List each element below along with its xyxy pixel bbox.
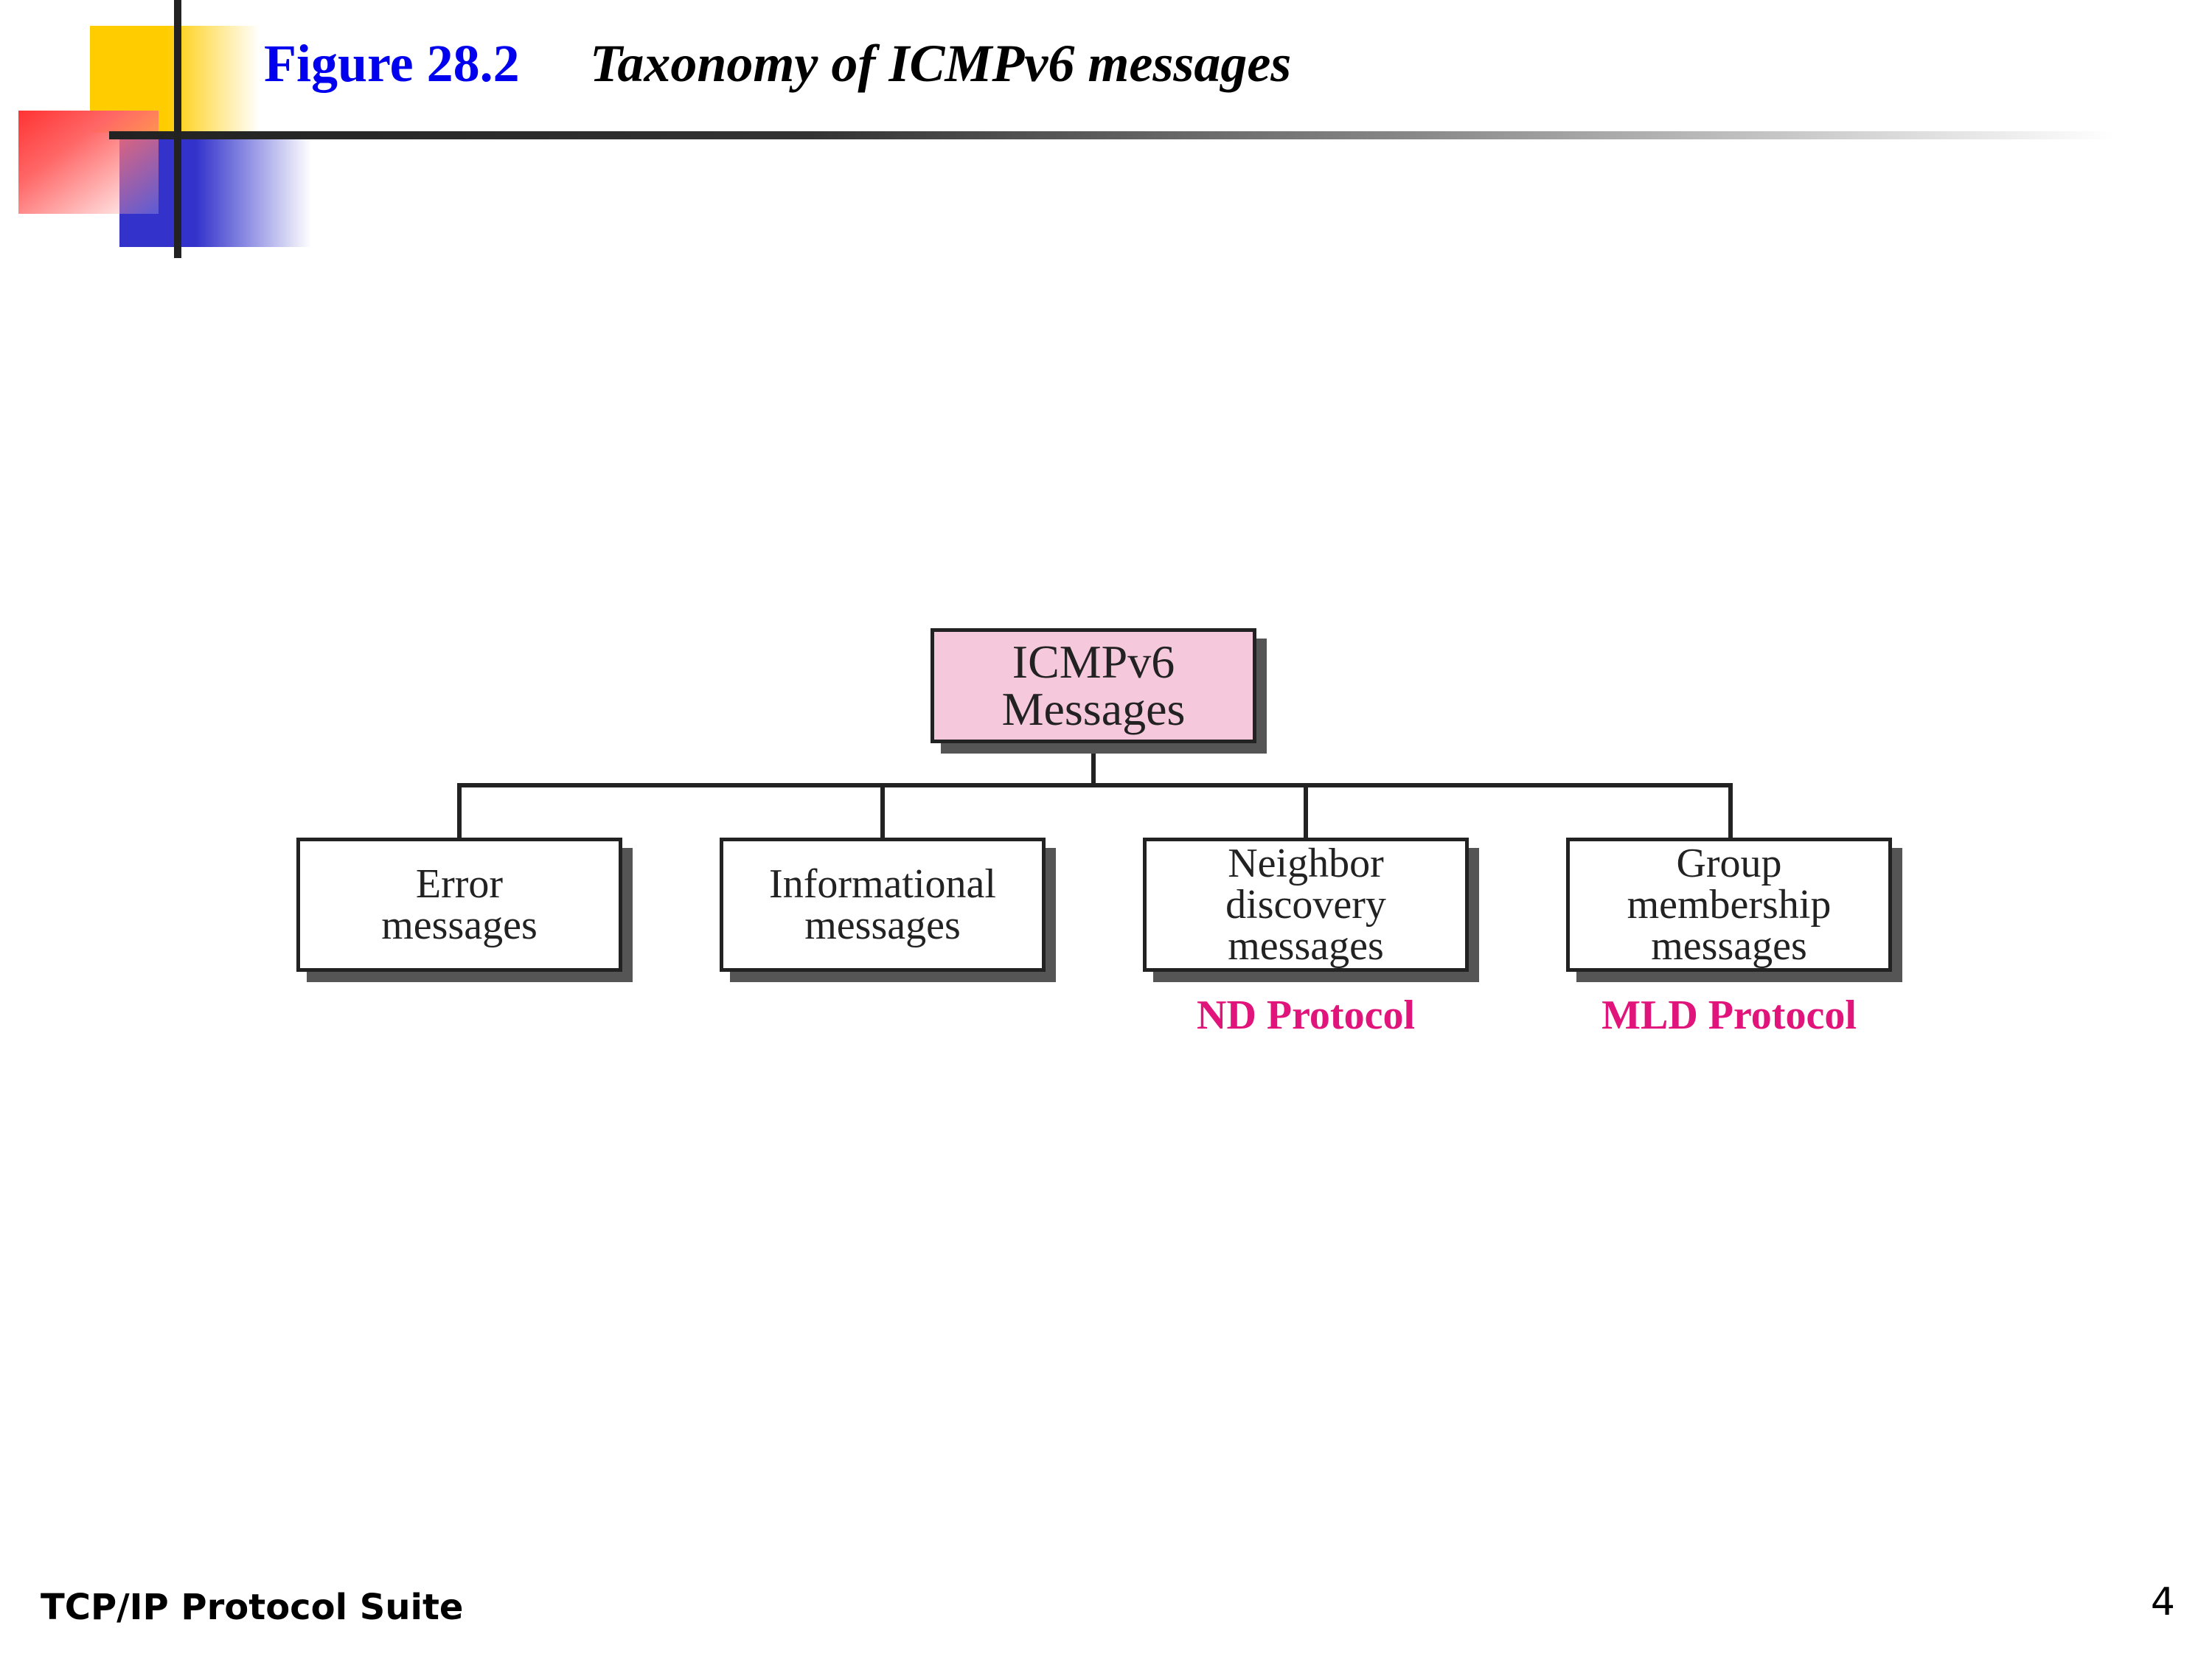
node-label-line: Error: [415, 861, 504, 907]
header-rule: [109, 131, 2115, 139]
decor-vertical-bar: [174, 0, 181, 258]
node-informational-messages: Informational messages: [720, 838, 1046, 972]
node-label-line: discovery: [1225, 882, 1386, 928]
node-label-line: Group: [1676, 841, 1782, 886]
figure-number: Figure 28.2: [264, 34, 520, 93]
node-icmpv6-messages: ICMPv6 Messages: [931, 628, 1256, 743]
node-label-line: ICMPv6: [1012, 636, 1175, 688]
node-label-line: Messages: [1001, 683, 1186, 735]
mld-protocol-label: MLD Protocol: [1601, 992, 1857, 1038]
connector-neighbor: [1304, 783, 1308, 839]
node-label-line: messages: [381, 902, 538, 948]
node-label-line: Neighbor: [1228, 841, 1384, 886]
node-neighbor-discovery-messages: Neighbor discovery messages: [1143, 838, 1469, 972]
connector-horizontal: [457, 783, 1733, 787]
connector-root-down: [1091, 743, 1096, 787]
node-label-line: messages: [1228, 923, 1384, 969]
decor-red-square: [18, 111, 159, 214]
node-label-line: Informational: [769, 861, 996, 907]
connector-error: [457, 783, 462, 839]
connector-group: [1728, 783, 1733, 839]
node-label-line: messages: [804, 902, 961, 948]
node-label-line: messages: [1651, 923, 1807, 969]
footer-title: TCP/IP Protocol Suite: [41, 1587, 464, 1628]
page-number: 4: [2150, 1580, 2175, 1624]
nd-protocol-label: ND Protocol: [1197, 992, 1415, 1038]
node-label-line: membership: [1627, 882, 1832, 928]
node-error-messages: Error messages: [296, 838, 622, 972]
figure-caption: Taxonomy of ICMPv6 messages: [590, 34, 1292, 93]
connector-informational: [880, 783, 885, 839]
node-group-membership-messages: Group membership messages: [1566, 838, 1892, 972]
